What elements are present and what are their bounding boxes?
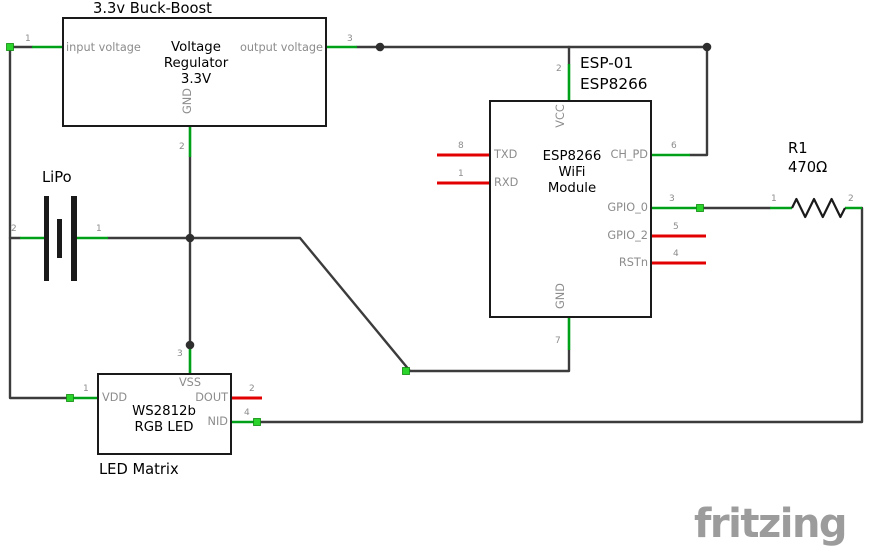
pin-label-chpd: CH_PD (610, 148, 648, 161)
pin-number: 1 (25, 34, 31, 44)
ws2812b-box[interactable] (97, 373, 232, 455)
pin-number: 2 (11, 224, 17, 234)
r1-label-line: R1 (788, 140, 808, 157)
ws2812b-value-line: WS2812b (132, 404, 196, 419)
junction-dot (375, 42, 385, 52)
wire-endpoint[interactable] (402, 367, 410, 375)
pin-label-vss: VSS (178, 376, 202, 389)
junction-dot (185, 233, 195, 243)
lipo-label: LiPo (42, 169, 72, 186)
pin-number: 2 (848, 194, 854, 204)
resistor-symbol[interactable] (791, 197, 846, 219)
r1-label-line: 470Ω (788, 159, 828, 176)
fritzing-logo: fritzing (694, 501, 848, 547)
esp-value-line: WiFi (558, 165, 586, 180)
pin-label-input-voltage: input voltage (66, 41, 141, 54)
pin-number: 2 (179, 142, 185, 152)
pin-label-gpio0: GPIO_0 (607, 201, 648, 214)
pin-number: 4 (244, 408, 250, 418)
pin-label-dout: DOUT (195, 391, 228, 404)
esp-label-line: ESP-01 (580, 54, 634, 72)
ws2812b-value-line: RGB LED (134, 420, 194, 435)
pin-label-vdd: VDD (102, 391, 128, 404)
pin-label-txd: TXD (494, 148, 518, 161)
regulator-value-line: Regulator (163, 56, 229, 71)
r1-label: R1 470Ω (788, 139, 827, 177)
ws2812b-value: WS2812b RGB LED (109, 404, 219, 436)
esp-label: ESP-01 ESP8266 (580, 53, 648, 95)
battery-symbol[interactable] (44, 196, 77, 281)
pin-label-rxd: RXD (494, 176, 519, 189)
pin-number: 1 (771, 194, 777, 204)
pin-number: 3 (669, 194, 675, 204)
wire-r1-to-nid[interactable] (255, 206, 864, 424)
pin-number: 2 (556, 64, 562, 74)
esp-label-line: ESP8266 (580, 75, 648, 93)
pin-number: 1 (96, 224, 102, 234)
esp8266-module-box[interactable] (489, 100, 652, 318)
junction-dot (702, 42, 712, 52)
pin-number: 1 (458, 169, 464, 179)
esp-value-line: Module (547, 181, 597, 196)
regulator-value-line: 3.3V (180, 72, 212, 87)
pin-number: 8 (458, 141, 464, 151)
wire-chpd-drop[interactable] (688, 45, 709, 157)
pin-number: 2 (249, 384, 255, 394)
pin-number: 1 (83, 384, 89, 394)
wire-endpoint[interactable] (66, 394, 74, 402)
wire-endpoint[interactable] (253, 418, 261, 426)
pin-label-nid: NID (207, 415, 228, 428)
pin-label-gpio2: GPIO_2 (607, 229, 648, 242)
voltage-regulator-box[interactable] (62, 17, 327, 127)
pin-number: 4 (673, 249, 679, 259)
pin-number: 7 (555, 336, 561, 346)
pin-label-rstn: RSTn (618, 256, 648, 269)
wire-endpoint[interactable] (696, 204, 704, 212)
pin-label-output-voltage: output voltage (239, 41, 323, 54)
regulator-value: Voltage Regulator 3.3V (146, 40, 246, 88)
pin-number: 5 (673, 222, 679, 232)
junction-dot (185, 340, 195, 350)
pin-label-esp-gnd: GND (554, 283, 567, 309)
wire-endpoint[interactable] (6, 43, 14, 51)
pin-number: 3 (347, 34, 353, 44)
buck-boost-label: 3.3v Buck-Boost (93, 0, 212, 17)
led-matrix-label: LED Matrix (99, 461, 179, 478)
esp-value-line: ESP8266 (542, 149, 602, 164)
regulator-value-line: Voltage (171, 40, 221, 55)
pin-number: 3 (177, 349, 183, 359)
pin-number: 6 (671, 141, 677, 151)
esp-value: ESP8266 WiFi Module (522, 149, 622, 197)
wire-gnd-esp-run[interactable] (188, 236, 571, 373)
pin-label-vcc: VCC (554, 104, 567, 128)
wire-left-rail[interactable] (8, 45, 72, 400)
pin-label-reg-gnd: GND (181, 88, 194, 114)
